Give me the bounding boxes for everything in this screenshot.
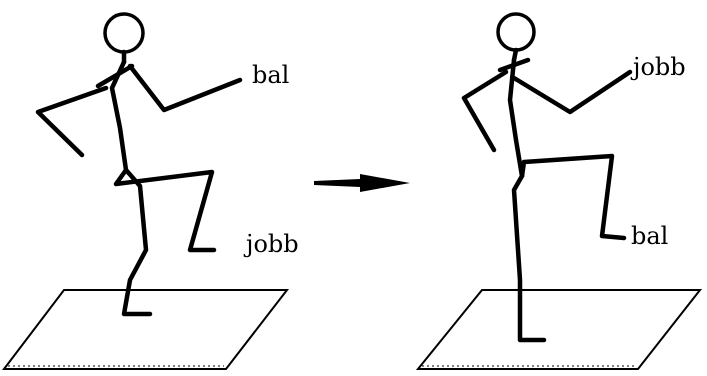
left-platform (4, 290, 287, 369)
left-stick-figure (38, 14, 240, 314)
right-head (498, 14, 534, 50)
left-upper-label: bal (252, 61, 289, 89)
right-upper-label: jobb (630, 53, 686, 81)
left-back-arm (38, 88, 106, 155)
right-figure: jobb bal (418, 14, 700, 369)
right-raised-leg (522, 156, 624, 238)
right-platform (418, 290, 700, 369)
left-lower-label: jobb (243, 230, 299, 258)
left-torso (112, 62, 126, 170)
left-raised-leg (116, 170, 214, 250)
right-back-arm (464, 72, 506, 150)
right-lower-label: bal (631, 222, 668, 250)
right-front-arm (514, 72, 630, 112)
left-front-arm (130, 66, 240, 110)
arrow-right-icon (314, 174, 410, 192)
left-figure: bal jobb (4, 14, 299, 369)
left-head (105, 14, 143, 52)
